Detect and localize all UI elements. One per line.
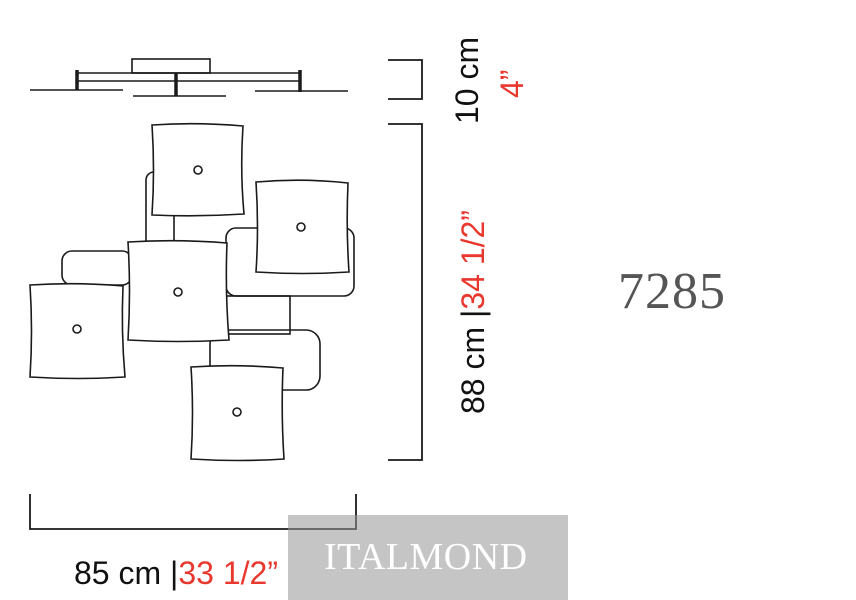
plan-view <box>29 122 355 462</box>
width-metric: 85 cm | <box>74 555 178 591</box>
panel-hole-top <box>193 165 203 175</box>
panel-hole-center <box>173 287 183 297</box>
height-metric: 88 cm | <box>455 310 491 414</box>
height-imperial: 34 1/2” <box>455 210 491 310</box>
height-label: 88 cm |34 1/2” <box>455 210 491 414</box>
watermark-text: ITALMOND <box>324 536 528 578</box>
frame-arm-2 <box>61 250 133 286</box>
panel-hole-left <box>72 324 82 334</box>
glass-panel-top <box>151 122 245 217</box>
width-label: 85 cm |33 1/2” <box>74 555 278 591</box>
depth-metric: 10 cm <box>449 37 485 124</box>
ceiling-canopy <box>131 58 211 74</box>
height-bracket <box>388 123 423 461</box>
width-bracket <box>29 494 357 530</box>
glass-panel-center <box>127 239 230 343</box>
depth-bracket <box>388 59 423 100</box>
watermark-box: ITALMOND <box>288 515 568 600</box>
width-imperial: 33 1/2” <box>178 555 278 591</box>
glass-panel-left <box>29 282 126 380</box>
glass-panel-right <box>255 179 350 275</box>
dimension-lines <box>29 59 423 530</box>
side-view <box>30 58 348 97</box>
frame-arm-5 <box>221 295 291 335</box>
depth-imperial: 4” <box>494 70 530 98</box>
depth-label: 10 cm <box>449 37 485 124</box>
depth-imperial-label: 4” <box>494 70 530 98</box>
glass-panel-bottom <box>190 364 285 462</box>
panel-hole-bottom <box>232 407 242 417</box>
model-number: 7285 <box>618 263 726 320</box>
panel-hole-right <box>296 222 306 232</box>
